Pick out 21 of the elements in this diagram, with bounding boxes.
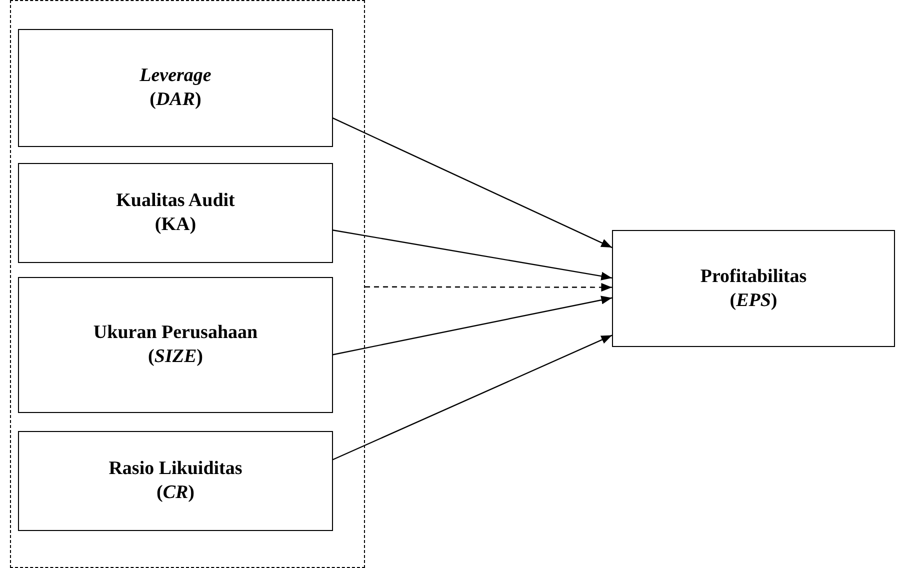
variable-box xyxy=(18,163,333,263)
variable-abbreviation: (EPS) xyxy=(730,288,778,312)
variable-name: Leverage xyxy=(140,64,212,88)
variable-name: Kualitas Audit xyxy=(116,189,235,213)
variable-abbreviation: (DAR) xyxy=(150,88,202,112)
arrow xyxy=(332,229,612,280)
variable-box xyxy=(612,230,895,347)
variable-name: Rasio Likuiditas xyxy=(108,457,242,481)
variable-box xyxy=(18,29,333,147)
group-box xyxy=(10,0,365,568)
variable-box xyxy=(18,431,333,531)
variable-abbreviation: (KA) xyxy=(154,213,196,237)
arrow xyxy=(332,296,612,356)
variable-box xyxy=(18,277,333,413)
arrow xyxy=(365,283,612,292)
variable-abbreviation: (SIZE) xyxy=(148,345,203,369)
variable-name: Profitabilitas xyxy=(700,264,807,288)
arrow xyxy=(332,117,612,248)
variable-abbreviation: (CR) xyxy=(156,481,194,505)
arrow xyxy=(332,334,612,461)
variable-name: Ukuran Perusahaan xyxy=(93,321,258,345)
